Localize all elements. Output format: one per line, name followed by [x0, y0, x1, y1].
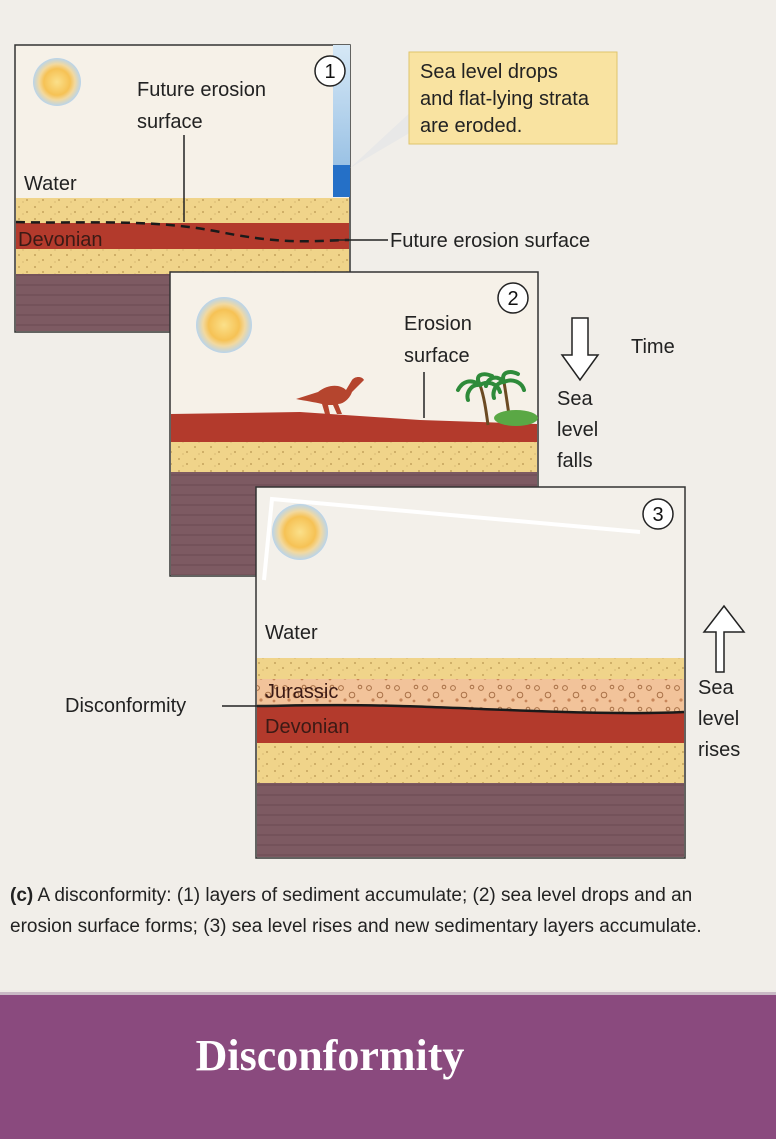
- future-erosion-label-line1: Future erosion: [137, 79, 266, 101]
- callout-tail: [350, 108, 418, 168]
- panel-3-water: [257, 488, 684, 658]
- future-erosion-pointer-label: Future erosion surface: [390, 230, 590, 252]
- step-2-circle: [497, 282, 529, 314]
- panel-1-sand-upper: [16, 198, 349, 223]
- callout-line-2: and flat-lying strata: [420, 88, 590, 110]
- erosion-label-line1: Erosion: [404, 313, 472, 335]
- step-1-number: 1: [324, 61, 335, 83]
- time-label: Time: [631, 336, 675, 358]
- water-label: Water: [24, 173, 77, 195]
- water-level-marker: [333, 165, 350, 197]
- sea-falls-line2: level: [557, 419, 598, 441]
- panel-3: 3 Water Jurassic Devonian Disconformity: [65, 486, 686, 859]
- disconformity-figure: 1 Future erosion surface Water Devonian …: [14, 44, 746, 859]
- panel-2-devonian-layer: [171, 412, 537, 442]
- sea-falls-line1: Sea: [557, 388, 593, 410]
- callout-line-1: Sea level drops: [420, 61, 558, 83]
- panel-1-sand-lower: [16, 249, 349, 274]
- panel-1-future-erosion-line: [15, 220, 350, 243]
- panel-2-sand: [171, 442, 537, 472]
- water-label-3: Water: [265, 622, 318, 644]
- caption-tag: (c): [10, 885, 34, 906]
- sea-rises-line1: Sea: [698, 677, 734, 699]
- sea-rises-indicator: Sea level rises: [698, 604, 746, 761]
- panel-3-devonian-layer: [257, 705, 684, 743]
- devonian-label-3: Devonian: [265, 716, 350, 738]
- devonian-label: Devonian: [18, 229, 103, 251]
- down-arrow-icon: [560, 317, 600, 382]
- step-1-circle: [314, 55, 346, 87]
- jurassic-label: Jurassic: [265, 681, 338, 703]
- disconformity-label: Disconformity: [65, 695, 186, 717]
- sun-icon: [272, 504, 328, 560]
- up-arrow-icon: [702, 604, 746, 673]
- sea-rises-line3: rises: [698, 739, 740, 761]
- sun-icon: [196, 297, 252, 353]
- sea-falls-line3: falls: [557, 450, 593, 472]
- erosion-label-line2: surface: [404, 345, 470, 367]
- banner-title: Disconformity: [195, 1031, 465, 1080]
- step-2-number: 2: [507, 288, 518, 310]
- palm-trees-icon: [456, 370, 538, 426]
- dinosaur-icon: [296, 377, 364, 414]
- panel-3-water-highlight: [262, 496, 641, 581]
- figure-caption: (c) A disconformity: (1) layers of sedim…: [10, 880, 750, 942]
- figure-canvas: 1 Future erosion surface Water Devonian …: [14, 44, 746, 859]
- panel-3-sand-upper: [257, 658, 684, 679]
- caption-text: A disconformity: (1) layers of sediment …: [10, 885, 702, 937]
- time-indicator: Time Sea level falls: [557, 317, 675, 472]
- callout: Sea level drops and flat-lying strata ar…: [350, 51, 618, 168]
- future-erosion-label-line2: surface: [137, 111, 203, 133]
- title-banner: Disconformity: [0, 992, 776, 1139]
- panel-3-sand-lower: [257, 743, 684, 783]
- panel-1: 1 Future erosion surface Water Devonian …: [14, 44, 590, 333]
- step-3-circle: [642, 498, 674, 530]
- sea-rises-line2: level: [698, 708, 739, 730]
- callout-line-3: are eroded.: [420, 115, 522, 137]
- panel-3-bedrock: [257, 783, 684, 857]
- sun-icon: [33, 58, 81, 106]
- step-3-number: 3: [652, 504, 663, 526]
- disconformity-surface: [256, 703, 685, 715]
- callout-box: [408, 51, 618, 145]
